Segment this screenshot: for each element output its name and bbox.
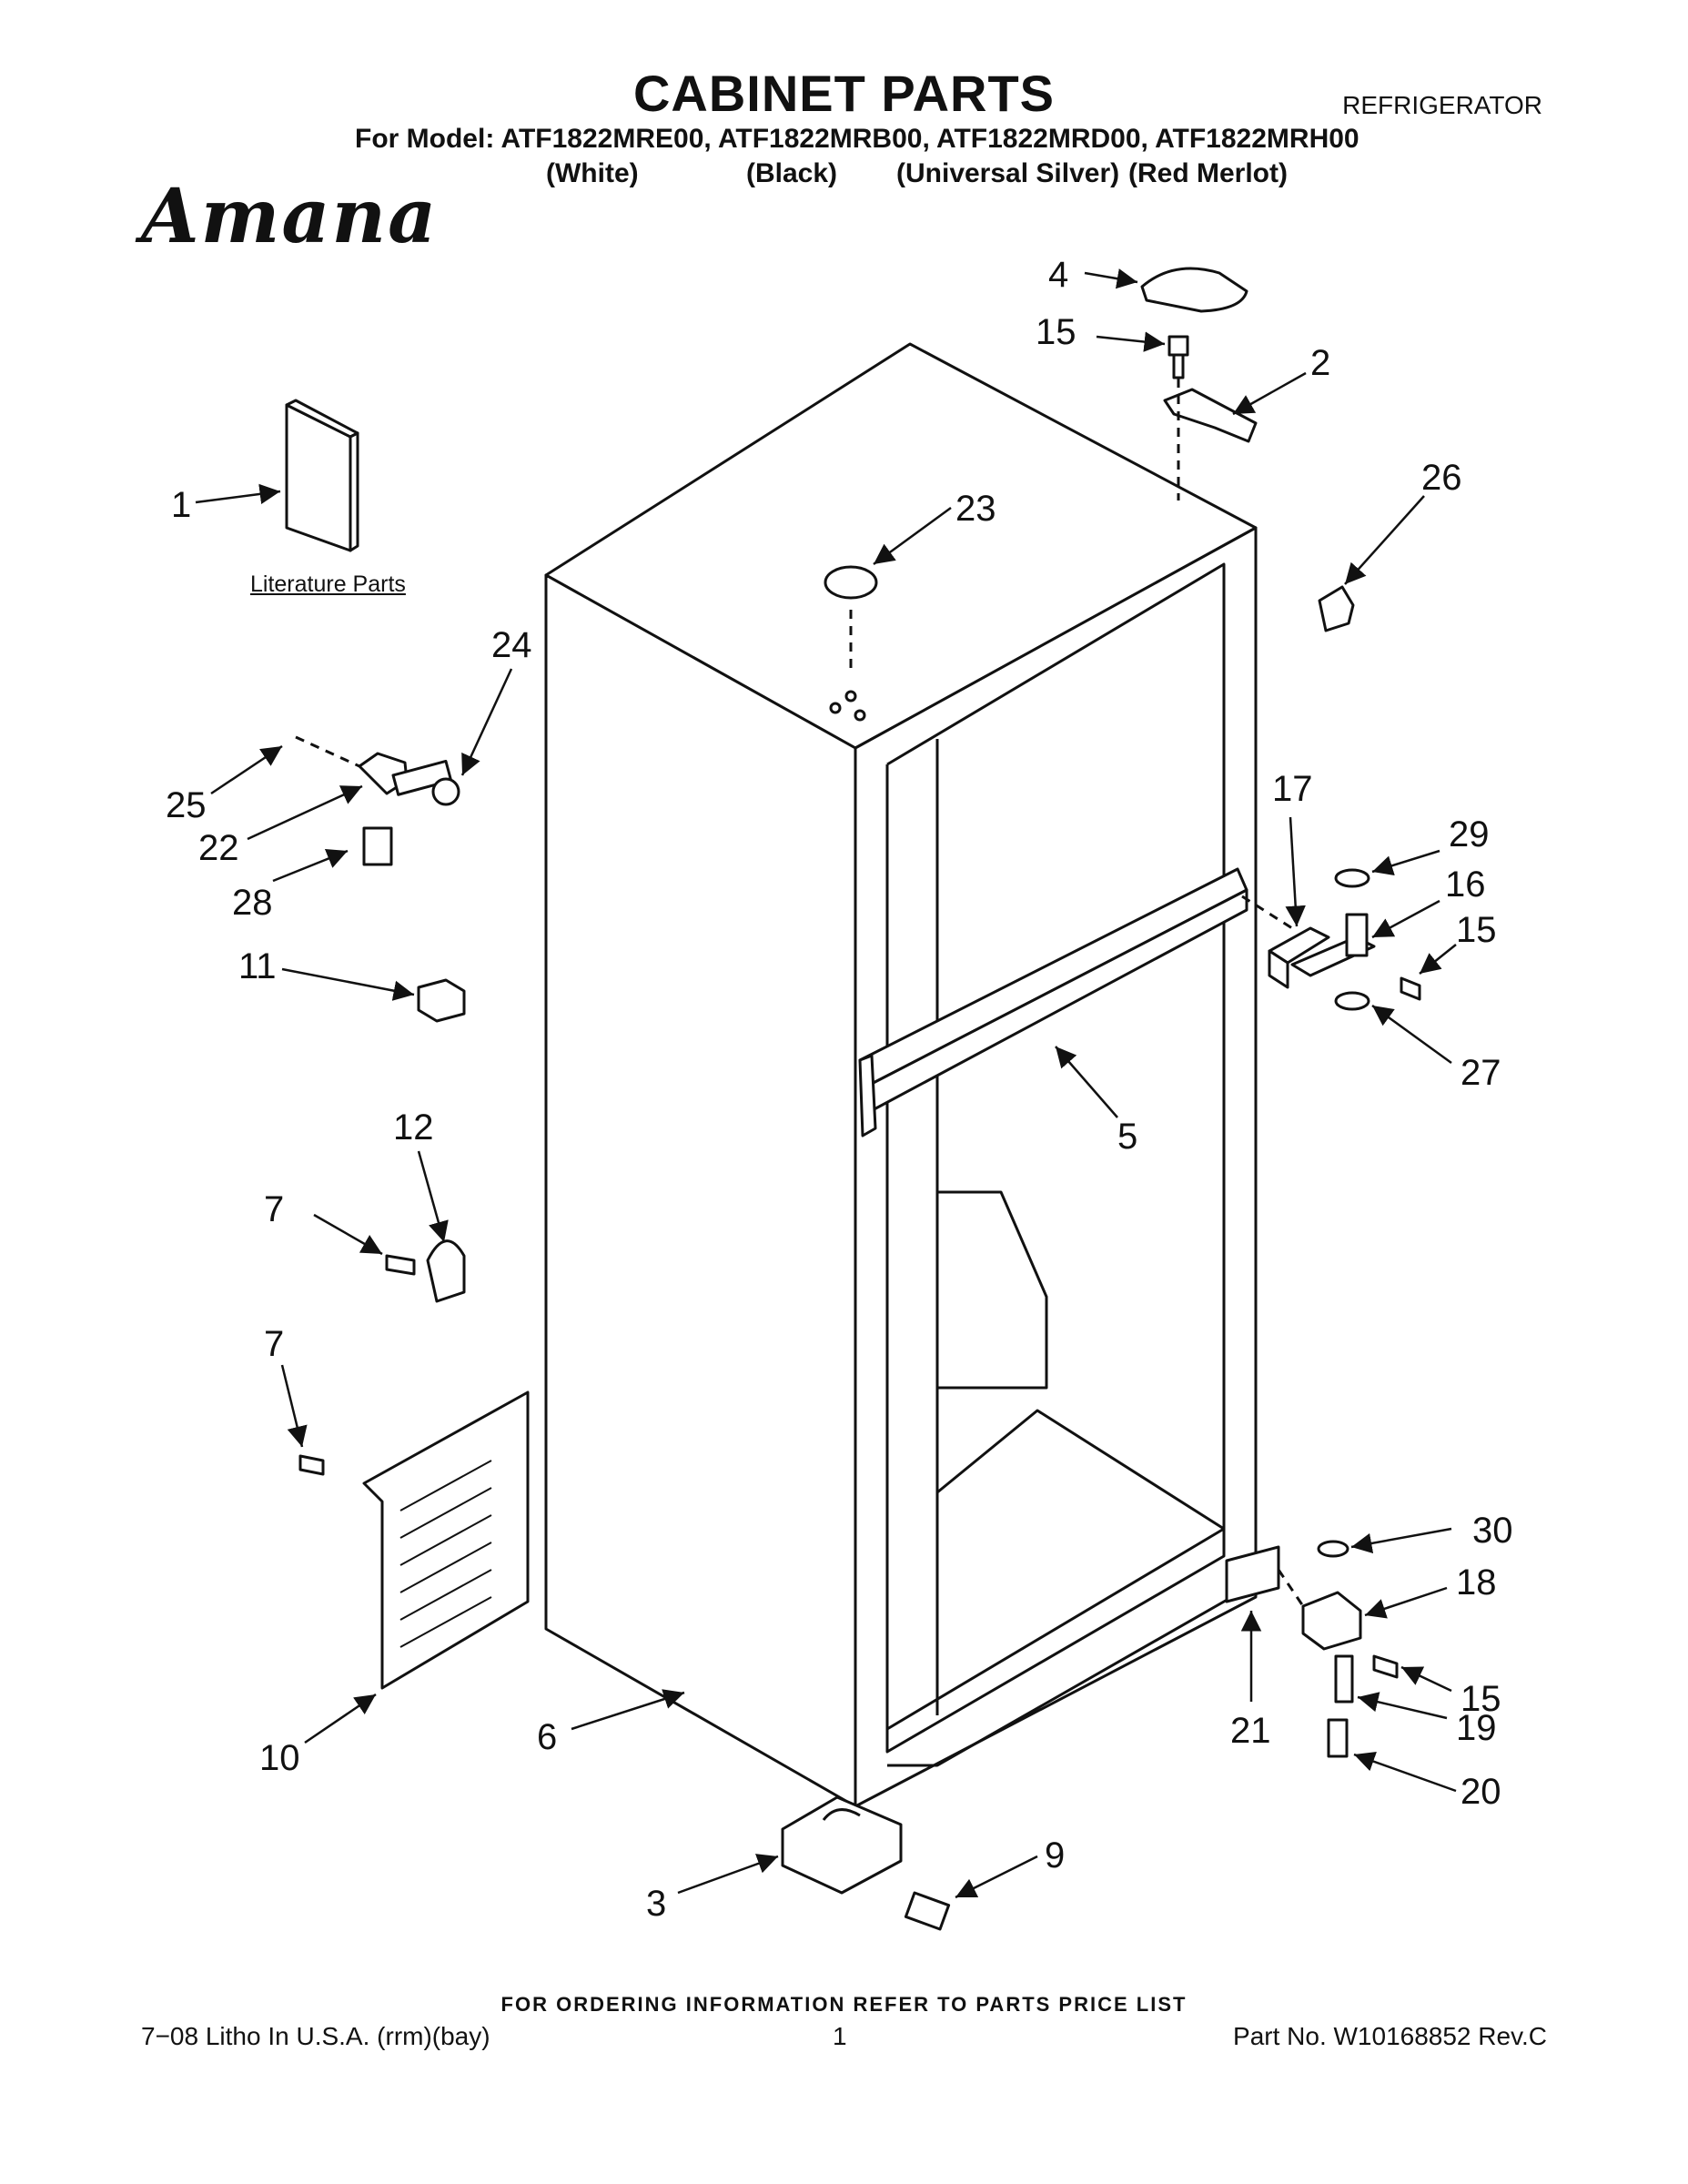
callout-10: 10 xyxy=(259,1738,300,1778)
callout-20: 20 xyxy=(1461,1772,1501,1812)
callout-16: 16 xyxy=(1445,864,1486,905)
callout-21: 21 xyxy=(1230,1711,1271,1751)
callout-23: 23 xyxy=(955,489,996,529)
callout-15c: 15 xyxy=(1461,1679,1501,1719)
callout-30: 30 xyxy=(1472,1511,1513,1551)
callout-25: 25 xyxy=(166,785,207,825)
brand-logo: Amana xyxy=(141,173,439,260)
callout-18: 18 xyxy=(1456,1562,1497,1603)
center-hinge-assembly xyxy=(1241,868,1421,1011)
callout-7b: 7 xyxy=(264,1324,284,1364)
callout-4: 4 xyxy=(1048,255,1068,295)
literature-booklet xyxy=(285,399,359,552)
callout-26: 26 xyxy=(1421,458,1462,498)
tube-clip xyxy=(426,1239,466,1303)
callout-15a: 15 xyxy=(1036,312,1076,352)
leveling-leg xyxy=(781,1795,951,1931)
color-red-merlot: (Red Merlot) xyxy=(1128,158,1288,188)
callout-15b: 15 xyxy=(1456,910,1497,950)
callout-2: 2 xyxy=(1310,343,1330,383)
callout-22: 22 xyxy=(198,828,239,868)
callout-5: 5 xyxy=(1117,1117,1137,1157)
bottom-hinge-assembly xyxy=(1225,1540,1399,1758)
literature-parts-label: Literature Parts xyxy=(250,571,406,597)
ordering-note: FOR ORDERING INFORMATION REFER TO PARTS … xyxy=(500,1993,1188,2016)
roller-assembly xyxy=(295,735,460,866)
callout-3: 3 xyxy=(646,1884,666,1924)
color-white: (White) xyxy=(546,158,639,188)
hinge-hole-plug xyxy=(1318,585,1355,632)
top-hinge-screw xyxy=(1167,335,1189,379)
rear-access-panel xyxy=(362,1390,530,1690)
hole-plug xyxy=(824,565,878,600)
callout-12: 12 xyxy=(393,1107,434,1148)
callout-27: 27 xyxy=(1461,1053,1501,1093)
page-number: 1 xyxy=(833,2022,847,2050)
clip xyxy=(417,978,466,1023)
category-label: REFRIGERATOR xyxy=(1342,91,1542,119)
callout-6: 6 xyxy=(537,1717,557,1757)
callout-1: 1 xyxy=(171,485,191,525)
part-number: Part No. W10168852 Rev.C xyxy=(1233,2022,1547,2050)
color-universal-silver: (Universal Silver) xyxy=(896,158,1120,188)
page-title: CABINET PARTS xyxy=(632,65,1056,122)
callout-28: 28 xyxy=(232,883,273,923)
callout-9: 9 xyxy=(1045,1835,1065,1876)
hinge-cover xyxy=(1140,267,1248,313)
callout-29: 29 xyxy=(1449,814,1490,854)
cabinet-shell xyxy=(544,342,1258,1808)
callout-24: 24 xyxy=(491,625,532,665)
callout-11: 11 xyxy=(238,946,277,986)
top-hinge xyxy=(1163,388,1258,443)
color-black: (Black) xyxy=(746,158,838,188)
litho-info: 7−08 Litho In U.S.A. (rrm)(bay) xyxy=(141,2022,490,2050)
callout-17: 17 xyxy=(1272,769,1313,809)
model-list: For Model: ATF1822MRE00, ATF1822MRB00, A… xyxy=(355,124,1359,154)
door-stop-channel xyxy=(858,867,1248,1138)
callout-7a: 7 xyxy=(264,1189,284,1229)
callout-19: 19 xyxy=(1456,1708,1497,1748)
